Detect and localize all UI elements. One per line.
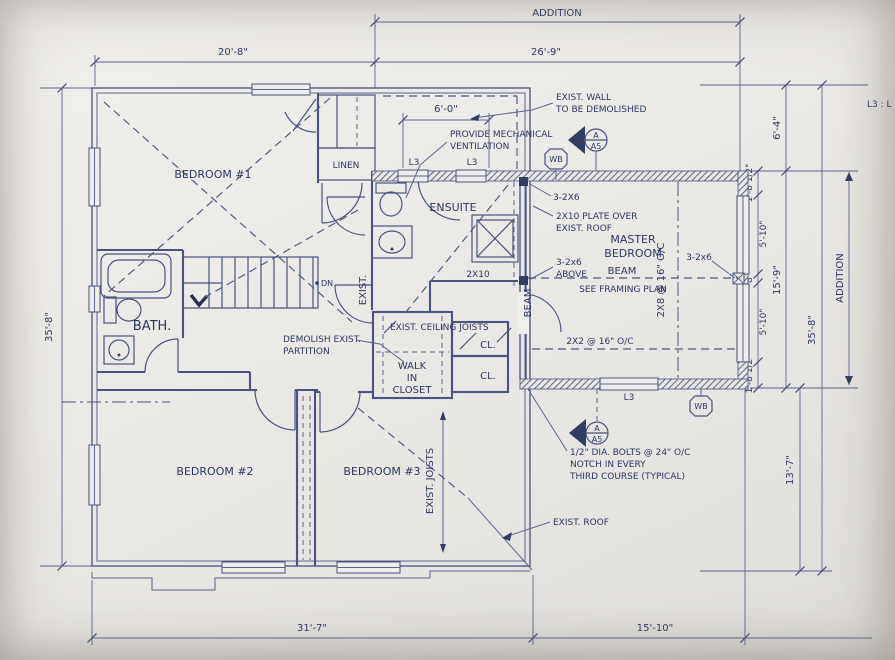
legend-partial: L3 : L [867,100,892,110]
note-demolish-2: PARTITION [283,347,330,357]
note-plate-2: EXIST. ROOF [556,224,612,234]
dim-chain-end-top: 1'-8 1/2" [745,164,755,203]
room-linen: LINEN [333,161,360,171]
svg-text:A5: A5 [592,435,603,444]
toilet-icon [375,182,407,194]
dim-chain-end-bottom: 1'-8 1/2" [745,355,755,394]
existing-walls [62,87,533,591]
note-down: DN [321,279,333,288]
lintel-marker-3: L3 [624,393,635,403]
dim-addition-right: ADDITION [835,253,846,303]
existing-windows [88,83,401,574]
bathtub-icon [100,253,172,299]
room-walkin-1: WALK [398,361,427,372]
dim-right-mid: 15'-9" [772,265,783,295]
wb-marker-top: WB [544,148,568,180]
note-exist-wall-2: TO BE DEMOLISHED [555,105,646,115]
note-exist-vertical: EXIST. [358,275,369,306]
room-ensuite: ENSUITE [429,201,476,214]
note-2x8-spacing: 2X8 @ 16" O/C [656,243,667,318]
dim-right-offset-top: 6'-4" [772,116,783,140]
dim-right-total: 35'-8" [807,315,818,345]
room-closet-lower: CL. [480,371,496,382]
toilet-icon [103,296,117,324]
ensuite-fixtures [371,182,519,263]
lintel-marker-1: L3 [409,158,420,168]
vanity-icon [371,225,413,259]
wb-marker-bottom: WB [689,389,713,417]
note-above-1: 3-2x6 [556,258,582,268]
room-labels: BEDROOM #1 LINEN ENSUITE BATH. BEDROOM #… [133,161,662,478]
room-bedroom1: BEDROOM #1 [174,168,251,181]
dim-addition-width: 26'-9" [531,47,561,58]
note-above-2: ABOVE [556,270,587,280]
note-bolts-3: THIRD COURSE (TYPICAL) [569,472,685,482]
note-beam-horizontal: BEAM [608,266,637,277]
dimension-lines: ADDITION 20'-8" 26'-9" 35'-8" 31'-7" 15'… [40,8,872,660]
dim-addition-top: ADDITION [532,8,582,19]
annotations: EXIST. WALL TO BE DEMOLISHED PROVIDE MEC… [283,93,736,553]
dim-chain-window-top: 5'-10" [759,220,769,247]
note-see-framing: SEE FRAMING PLAN [579,285,667,295]
dim-bottom-left: 31'-7" [297,623,327,634]
note-plate-1: 2X10 PLATE OVER [556,212,637,222]
note-2x2-spacing: 2X2 @ 16" O/C [566,337,633,347]
note-lintel-right: 3-2x6 [686,253,712,263]
note-beam-vertical: BEAM [523,289,534,318]
dim-left-height: 35'-8" [44,312,55,342]
section-marker-bottom: A A5 [569,389,609,447]
note-exist-joists: EXIST. JOISTS [425,448,436,514]
svg-text:A5: A5 [591,142,602,151]
note-ceiling-joists: EXIST. CEILING JOISTS [390,323,489,333]
window-symbol [397,169,750,391]
dim-chain-pier: 8" [745,273,755,283]
plan-markers: L3 L3 L3 L3 : L WB WB A A5 [409,100,892,447]
room-bedroom2: BEDROOM #2 [176,465,253,478]
note-bolts-2: NOTCH IN EVERY [570,460,646,470]
svg-text:WB: WB [549,155,562,164]
note-vent-1: PROVIDE MECHANICAL [450,130,552,140]
svg-text:A: A [593,131,599,140]
room-master-2: BEDROOM [604,247,661,260]
note-bolts-1: 1/2" DIA. BOLTS @ 24" O/C [570,448,690,458]
dim-bottom-right: 15'-10" [637,623,673,634]
stairs [182,256,319,309]
shower-icon [471,214,519,263]
dim-existing-width: 20'-8" [218,47,248,58]
room-walkin-3: CLOSET [393,385,433,396]
room-bedroom3: BEDROOM #3 [343,465,420,478]
room-master-1: MASTER [610,233,656,246]
section-marker-top: A A5 [568,126,608,171]
svg-text:WB: WB [694,402,707,411]
addition-walls [371,169,750,391]
svg-text:A: A [594,424,600,433]
note-exist-roof: EXIST. ROOF [553,518,609,528]
bath-fixtures [100,253,172,365]
lintel-marker-2: L3 [467,158,478,168]
dim-ensuite-window: 6'-0" [434,104,458,115]
room-closet-upper: CL. [480,340,496,351]
room-bath: BATH. [133,319,171,334]
sink-icon [103,335,135,365]
room-walkin-2: IN [407,373,417,384]
note-triple-2x6: 3-2X6 [553,193,580,203]
note-demolish-1: DEMOLISH EXIST. [283,335,361,345]
dim-chain-window-bottom: 5'-10" [759,308,769,335]
note-exist-wall-1: EXIST. WALL [556,93,611,103]
dim-right-bottom: 13'-7" [785,455,796,485]
note-vent-2: VENTILATION [450,142,509,152]
note-2x10: 2X10 [466,270,490,280]
